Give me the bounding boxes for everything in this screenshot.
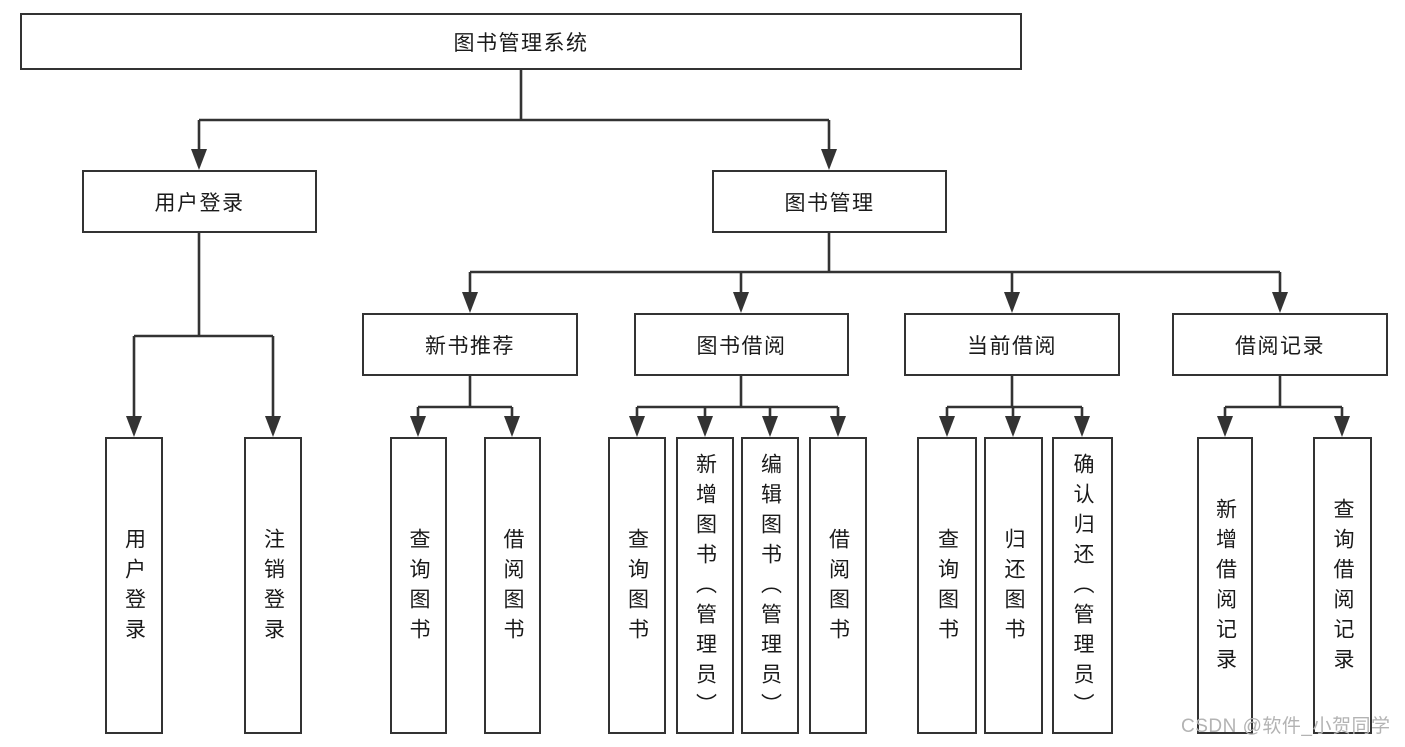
- arrowhead-icon: [733, 292, 749, 313]
- arrowhead-icon: [126, 416, 142, 437]
- arrowhead-icon: [1074, 416, 1090, 437]
- arrowhead-icon: [191, 149, 207, 170]
- leaf-logout: 注销登录: [244, 437, 302, 734]
- leaf-borrowing-add-books-admin: 新增图书（管理员）: [676, 437, 734, 734]
- node-current-borrowing: 当前借阅: [904, 313, 1120, 376]
- leaf-borrowing-borrow-books: 借阅图书: [809, 437, 867, 734]
- arrowhead-icon: [830, 416, 846, 437]
- arrowhead-icon: [1217, 416, 1233, 437]
- arrowhead-icon: [1004, 292, 1020, 313]
- leaf-recommend-query-books: 查询图书: [390, 437, 447, 734]
- node-library-management-system: 图书管理系统: [20, 13, 1022, 70]
- leaf-borrowing-edit-books-admin: 编辑图书（管理员）: [741, 437, 799, 734]
- arrowhead-icon: [629, 416, 645, 437]
- arrowhead-icon: [762, 416, 778, 437]
- arrowhead-icon: [410, 416, 426, 437]
- leaf-current-query-books: 查询图书: [917, 437, 977, 734]
- leaf-records-add-record: 新增借阅记录: [1197, 437, 1253, 734]
- node-borrowing-records: 借阅记录: [1172, 313, 1388, 376]
- arrowhead-icon: [939, 416, 955, 437]
- arrowhead-icon: [1272, 292, 1288, 313]
- csdn-watermark: CSDN @软件_小贺同学: [1181, 716, 1391, 737]
- leaf-current-return-books: 归还图书: [984, 437, 1043, 734]
- node-book-management: 图书管理: [712, 170, 947, 233]
- arrowhead-icon: [1005, 416, 1021, 437]
- leaf-records-query-record: 查询借阅记录: [1313, 437, 1372, 734]
- node-user-login: 用户登录: [82, 170, 317, 233]
- node-new-book-recommendation: 新书推荐: [362, 313, 578, 376]
- leaf-user-login: 用户登录: [105, 437, 163, 734]
- arrowhead-icon: [265, 416, 281, 437]
- leaf-recommend-borrow-books: 借阅图书: [484, 437, 541, 734]
- arrowhead-icon: [1334, 416, 1350, 437]
- node-book-borrowing: 图书借阅: [634, 313, 849, 376]
- arrowhead-icon: [697, 416, 713, 437]
- arrowhead-icon: [504, 416, 520, 437]
- arrowhead-icon: [821, 149, 837, 170]
- arrowhead-icon: [462, 292, 478, 313]
- leaf-current-confirm-return-admin: 确认归还（管理员）: [1052, 437, 1113, 734]
- leaf-borrowing-query-books: 查询图书: [608, 437, 666, 734]
